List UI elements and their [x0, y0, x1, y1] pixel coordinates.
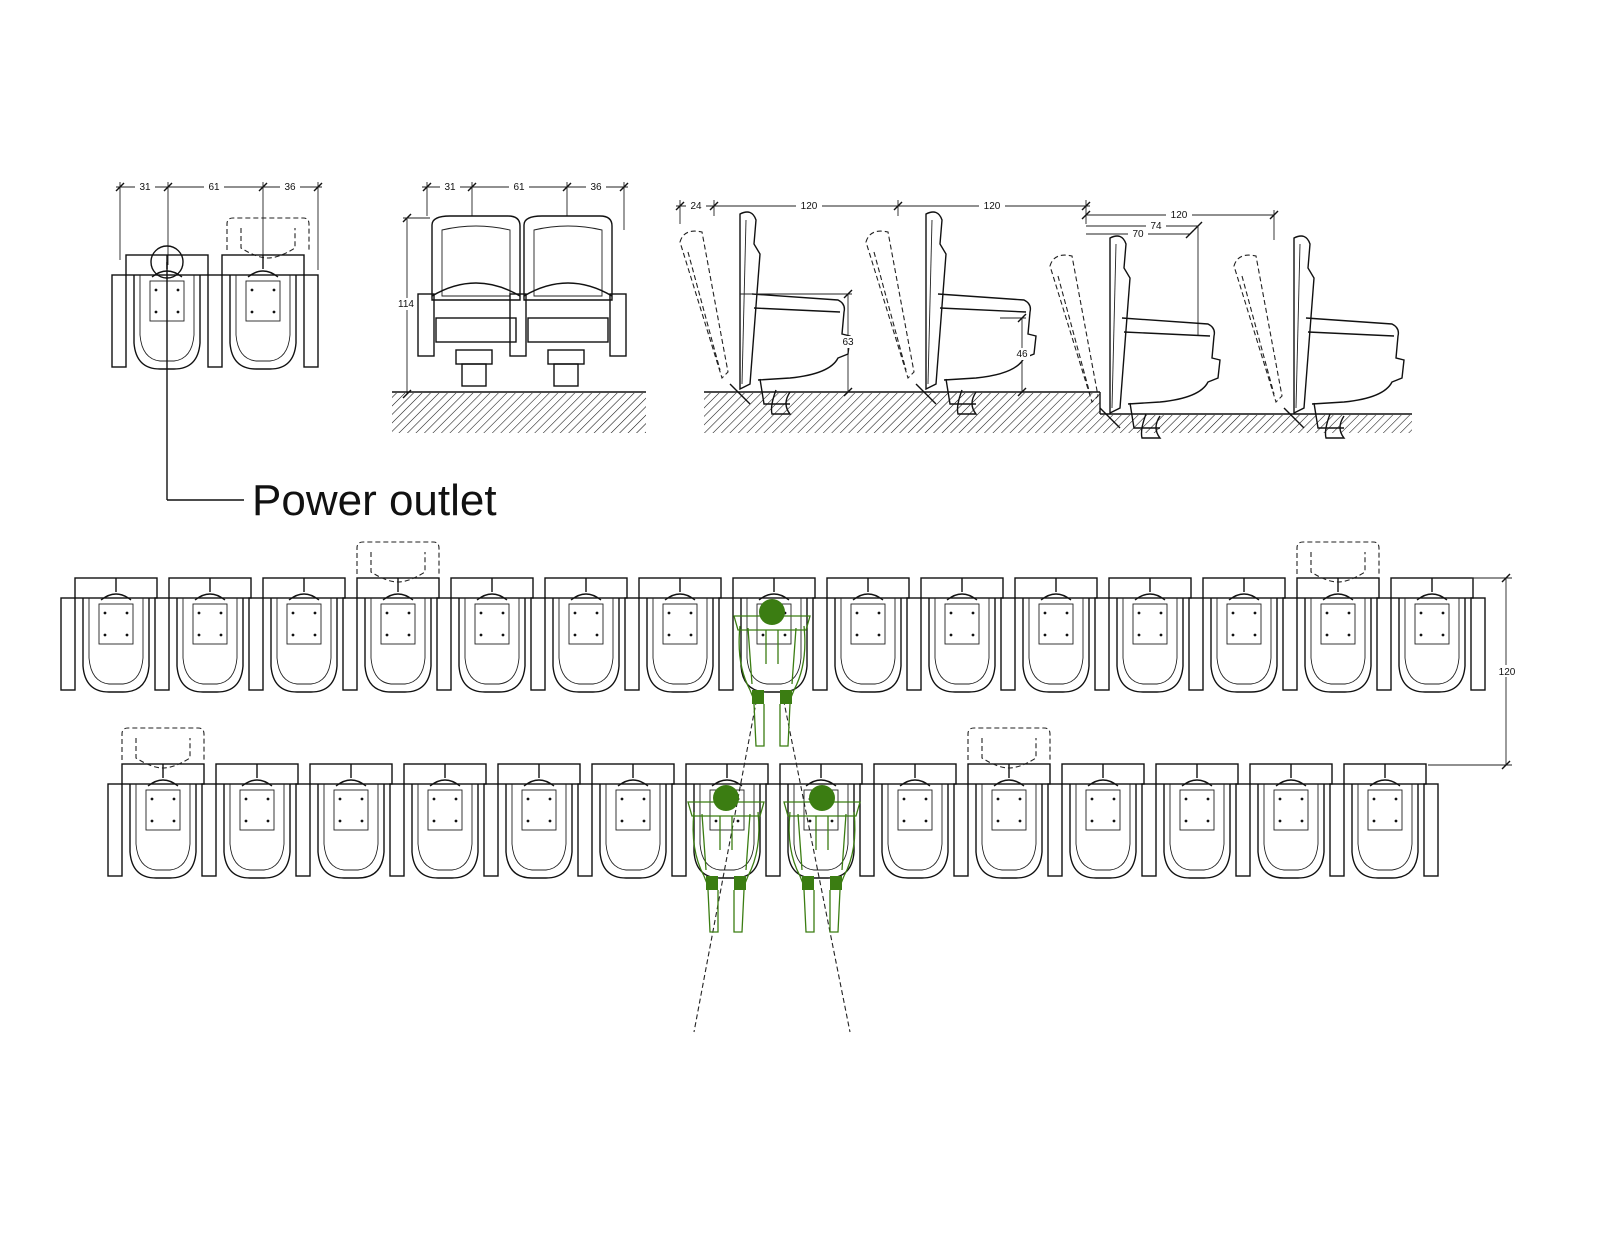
front-dim-height: 114	[398, 299, 414, 310]
seat-icon	[74, 577, 158, 693]
seat-icon	[591, 763, 675, 879]
person-figure-icon	[687, 785, 765, 933]
side-dim-63: 63	[842, 337, 854, 348]
armrest	[812, 597, 828, 691]
recline-outline	[1296, 541, 1380, 583]
plan-dim-2: 61	[208, 182, 220, 193]
plan-dim-3: 36	[284, 182, 296, 193]
front-dim-1: 31	[444, 182, 456, 193]
side-seat-4	[1283, 235, 1405, 439]
seat-icon	[403, 763, 487, 879]
front-seat-2	[509, 215, 627, 387]
front-dim-3: 36	[590, 182, 602, 193]
power-outlet-label: Power outlet	[252, 476, 497, 525]
sight-lines	[693, 691, 851, 1033]
armrest	[624, 597, 640, 691]
front-seat-1	[417, 215, 521, 387]
seat-icon	[1343, 763, 1427, 879]
armrest	[1235, 783, 1251, 877]
seat-icon	[262, 577, 346, 693]
armrest	[906, 597, 922, 691]
seat-icon	[1014, 577, 1098, 693]
recline-outline	[967, 727, 1051, 769]
side-dim-120c: 120	[1171, 210, 1188, 221]
armrest	[1094, 597, 1110, 691]
row-dim-120: 120	[1499, 667, 1516, 678]
seat-icon	[920, 577, 1004, 693]
armrest	[530, 597, 546, 691]
seat-icon	[1390, 577, 1474, 693]
recline-outline	[226, 217, 310, 259]
seat-icon	[1249, 763, 1333, 879]
armrest	[342, 597, 358, 691]
side-dim-70: 70	[1132, 229, 1144, 240]
armrest	[1047, 783, 1063, 877]
armrest	[1329, 783, 1345, 877]
seat-icon	[544, 577, 628, 693]
armrest	[60, 597, 76, 691]
front-dim-2: 61	[513, 182, 525, 193]
armrest	[201, 783, 217, 877]
armrest	[765, 783, 781, 877]
seat-row-1	[60, 541, 1486, 693]
side-view: 24 120 120 120 74 70 63 46	[675, 200, 1412, 439]
side-seat-2	[915, 211, 1037, 415]
armrest	[718, 597, 734, 691]
person-figure-icon	[733, 599, 811, 747]
armrest	[1000, 597, 1016, 691]
armrest	[577, 783, 593, 877]
seat-icon	[1202, 577, 1286, 693]
seat-row-2	[107, 727, 1439, 879]
front-view: 31 61 36 114	[392, 181, 646, 433]
seat-icon	[168, 577, 252, 693]
seat-icon	[121, 763, 205, 879]
armrest	[436, 597, 452, 691]
armrest	[671, 783, 687, 877]
seat-icon	[450, 577, 534, 693]
side-dim-24: 24	[690, 201, 702, 212]
seat-icon	[497, 763, 581, 879]
side-dim-74: 74	[1150, 221, 1162, 232]
plan-detail: 31 61 36 Power outlet	[111, 181, 497, 525]
seat-icon	[967, 763, 1051, 879]
seat-icon	[732, 577, 816, 693]
seat-icon	[1155, 763, 1239, 879]
recline-outline	[121, 727, 205, 769]
seat-icon	[638, 577, 722, 693]
seat-icon	[215, 763, 299, 879]
armrest	[154, 597, 170, 691]
plan-dim-1: 31	[139, 182, 151, 193]
armrest	[1188, 597, 1204, 691]
armrest	[389, 783, 405, 877]
seat-icon	[826, 577, 910, 693]
seat-icon	[309, 763, 393, 879]
armrest	[1470, 597, 1486, 691]
person-figure-icon	[783, 785, 861, 933]
recline-outline	[356, 541, 440, 583]
seat-icon	[1108, 577, 1192, 693]
side-dim-120b: 120	[984, 201, 1001, 212]
seat-icon	[356, 577, 440, 693]
armrest	[859, 783, 875, 877]
side-dim-46: 46	[1016, 349, 1028, 360]
armrest	[295, 783, 311, 877]
seat-icon	[1061, 763, 1145, 879]
row-spacing-dim: 120	[1428, 573, 1520, 770]
side-seat-1	[729, 211, 851, 415]
armrest	[953, 783, 969, 877]
armrest	[1376, 597, 1392, 691]
armrest	[483, 783, 499, 877]
person-figures	[687, 599, 861, 933]
armrest	[248, 597, 264, 691]
side-seat-3	[1099, 235, 1221, 439]
seat-icon	[221, 254, 305, 370]
seat-icon	[1296, 577, 1380, 693]
armrest	[107, 783, 123, 877]
seat-icon	[873, 763, 957, 879]
armrest	[1141, 783, 1157, 877]
armrest	[1423, 783, 1439, 877]
side-dim-120a: 120	[801, 201, 818, 212]
armrest	[1282, 597, 1298, 691]
